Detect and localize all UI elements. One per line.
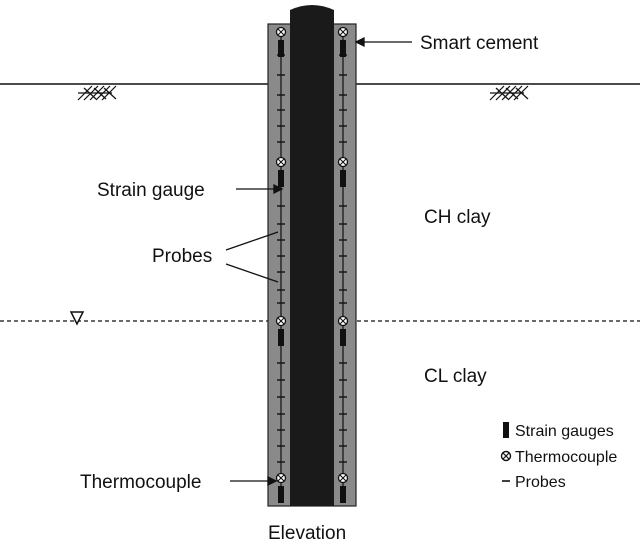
thermocouple-cross <box>277 317 285 325</box>
thermocouple-cross <box>339 28 347 36</box>
ch-clay-label: CH clay <box>424 207 491 228</box>
ground-hatch-icon-right <box>489 85 529 101</box>
thermocouple-cross <box>277 28 285 36</box>
water-table-icon <box>69 311 85 326</box>
sensor-station <box>337 26 349 57</box>
sensor-station <box>275 26 287 57</box>
sensor-station <box>337 315 349 346</box>
probes-leader-upper <box>225 231 279 251</box>
smart-cement-label: Smart cement <box>420 33 539 54</box>
strain-gauge-marker <box>340 329 346 346</box>
sensor-station <box>275 315 287 346</box>
thermocouple-label: Thermocouple <box>80 472 201 493</box>
probes-leader-lower <box>225 263 279 283</box>
elevation-label: Elevation <box>268 523 346 544</box>
legend: Strain gauges Thermocouple Probes <box>500 422 617 491</box>
cl-clay-label: CL clay <box>424 366 487 387</box>
strain-gauge-label: Strain gauge <box>97 180 205 201</box>
strain-gauge-marker <box>278 170 284 187</box>
thermocouple-icon <box>500 450 512 462</box>
strain-gauge-marker <box>278 40 284 57</box>
thermocouple-cross <box>339 474 347 482</box>
sensor-station <box>337 472 349 503</box>
probes-label: Probes <box>152 246 212 267</box>
strain-gauge-marker <box>278 329 284 346</box>
sensor-station <box>275 156 287 187</box>
legend-thermocouple: Thermocouple <box>515 449 617 466</box>
strain-gauge-marker <box>340 486 346 503</box>
strain-gauge-arrowhead <box>273 183 284 195</box>
thermocouple-arrowhead <box>267 475 278 487</box>
sensor-station <box>337 156 349 187</box>
strain-gauge-marker <box>340 40 346 57</box>
legend-probes: Probes <box>515 474 566 491</box>
legend-strain-gauges: Strain gauges <box>515 423 614 440</box>
thermocouple-cross <box>277 474 285 482</box>
strain-gauge-marker <box>340 170 346 187</box>
sensor-station <box>275 472 287 503</box>
strain-gauge-icon <box>503 422 509 438</box>
ground-hatch-icon-left <box>77 85 117 101</box>
smart-cement-arrowhead <box>354 36 365 48</box>
pile-core <box>290 5 334 506</box>
thermocouple-cross <box>277 158 285 166</box>
sensor-stations <box>275 26 349 503</box>
thermocouple-cross <box>339 158 347 166</box>
thermocouple-cross <box>339 317 347 325</box>
strain-gauge-marker <box>278 486 284 503</box>
